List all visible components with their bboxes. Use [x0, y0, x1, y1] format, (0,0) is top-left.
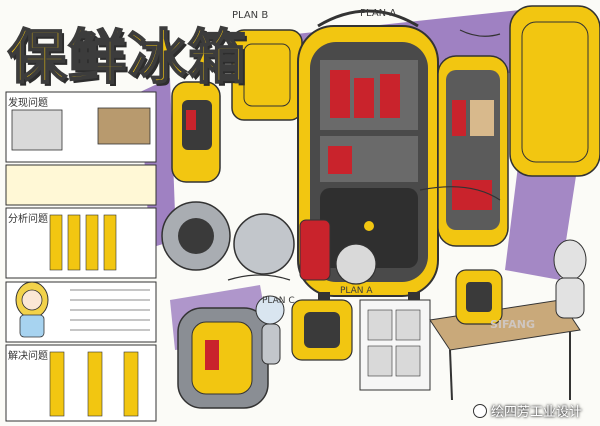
discover-problem-label: 发现问题	[8, 98, 48, 109]
footer-watermark: 绘四芳工业设计	[472, 401, 582, 420]
plan-a-mid-label: PLAN A	[340, 286, 373, 296]
plan-b-label: PLAN B	[232, 10, 269, 21]
plan-b-appliance-sketch	[171, 81, 221, 183]
girl-figure-illustration	[15, 281, 49, 338]
main-fridge-render	[297, 9, 509, 308]
plan-a-top-label: PLAN A	[360, 8, 397, 19]
table-scene-sketch	[429, 239, 587, 401]
plan-c-label: PLAN C	[262, 296, 295, 306]
page-title: 保鲜冰箱	[7, 22, 249, 92]
left-info-panel	[5, 91, 157, 422]
mid-lower-sketches	[291, 299, 431, 391]
wechat-icon	[472, 404, 487, 418]
sifang-watermark: SIFANG	[490, 318, 536, 331]
gray-sphere-sketches	[161, 201, 377, 285]
right-yellow-unit-sketch	[509, 5, 600, 177]
analyze-problem-label: 分析问题	[8, 214, 48, 225]
solve-problem-label: 解决问题	[8, 351, 48, 362]
annotation-arrows	[227, 29, 501, 281]
footer-watermark-text: 绘四芳工业设计	[490, 405, 582, 420]
plan-c-appliance-sketch	[177, 295, 285, 409]
